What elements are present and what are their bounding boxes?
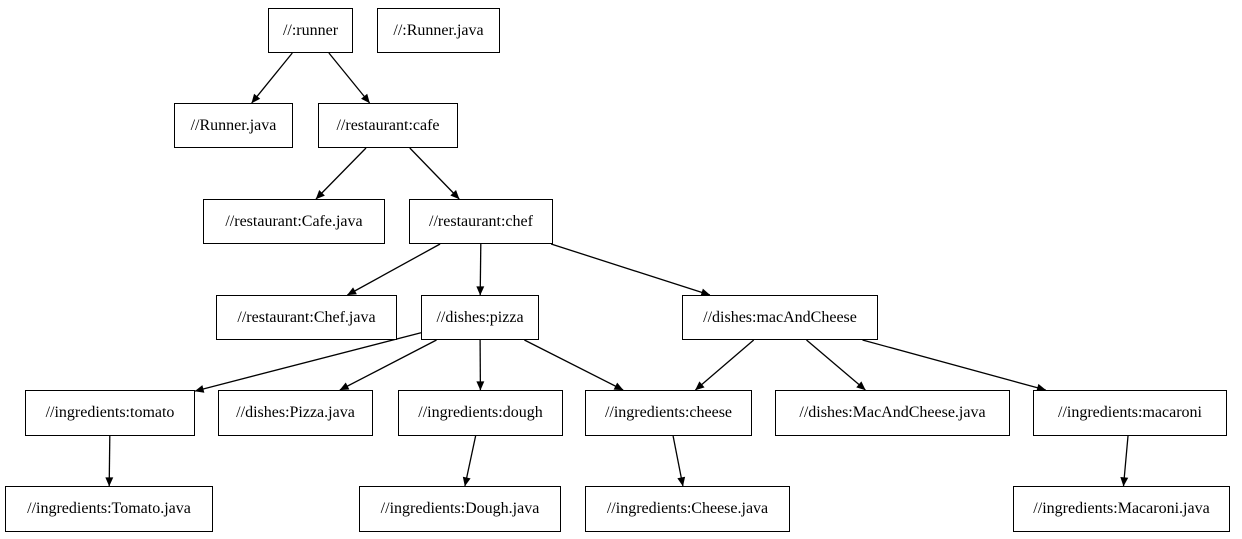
node-runner: //:runner <box>268 8 353 53</box>
node-label: //ingredients:dough <box>418 404 543 421</box>
node-label: //ingredients:Macaroni.java <box>1033 500 1210 517</box>
node-runner-java-root: //:Runner.java <box>377 8 500 53</box>
node-cheese: //ingredients:cheese <box>585 390 752 436</box>
node-macaroni: //ingredients:macaroni <box>1033 390 1227 436</box>
node-macaroni-java: //ingredients:Macaroni.java <box>1013 486 1230 532</box>
node-label: //ingredients:cheese <box>604 404 733 421</box>
edge-pizza-to-cheese <box>524 339 624 391</box>
edge-mac-and-cheese-to-cheese <box>694 339 755 391</box>
node-cheese-java: //ingredients:Cheese.java <box>585 486 790 532</box>
node-label: //restaurant:Chef.java <box>237 308 376 326</box>
node-label: //dishes:MacAndCheese.java <box>799 404 986 421</box>
node-label: //dishes:pizza <box>436 308 524 326</box>
node-chef: //restaurant:chef <box>409 199 553 244</box>
node-label: //ingredients:tomato <box>45 404 175 421</box>
edge-mac-and-cheese-to-macaroni <box>862 339 1047 392</box>
node-label: //ingredients:macaroni <box>1058 404 1202 421</box>
node-tomato: //ingredients:tomato <box>25 390 195 436</box>
node-mac-and-cheese-java: //dishes:MacAndCheese.java <box>775 390 1010 436</box>
node-pizza: //dishes:pizza <box>421 295 539 340</box>
node-label: //Runner.java <box>190 116 277 134</box>
node-label: //:Runner.java <box>393 21 484 39</box>
node-pizza-java: //dishes:Pizza.java <box>218 390 373 436</box>
node-label: //restaurant:cafe <box>336 116 440 134</box>
edge-macaroni-to-macaroni-java <box>1120 435 1129 487</box>
edge-dough-to-dough-java <box>462 435 477 487</box>
node-label: //dishes:Pizza.java <box>236 404 355 421</box>
edge-chef-to-mac-and-cheese <box>550 243 711 297</box>
node-label: //dishes:macAndCheese <box>703 308 857 326</box>
node-label: //:runner <box>282 21 339 39</box>
edge-chef-to-pizza <box>476 243 485 296</box>
node-label: //ingredients:Cheese.java <box>606 500 769 517</box>
node-chef-java: //restaurant:Chef.java <box>216 295 397 340</box>
node-cafe: //restaurant:cafe <box>318 103 458 148</box>
edge-cafe-to-cafe-java <box>315 147 367 200</box>
edge-mac-and-cheese-to-mac-and-cheese-java <box>806 339 866 391</box>
node-tomato-java: //ingredients:Tomato.java <box>5 486 213 532</box>
node-dough: //ingredients:dough <box>398 390 563 436</box>
node-cafe-java: //restaurant:Cafe.java <box>203 199 385 244</box>
edge-runner-to-cafe <box>328 52 371 104</box>
edge-pizza-to-pizza-java <box>339 339 437 391</box>
edge-tomato-to-tomato-java <box>105 435 114 487</box>
node-label: //restaurant:chef <box>429 212 533 230</box>
node-dough-java: //ingredients:Dough.java <box>359 486 561 532</box>
node-label: //ingredients:Dough.java <box>380 500 540 517</box>
edge-cafe-to-chef <box>409 147 460 200</box>
edge-chef-to-chef-java <box>347 243 441 296</box>
edge-runner-to-runner-java <box>251 52 293 104</box>
node-runner-java: //Runner.java <box>174 103 293 148</box>
edge-pizza-to-tomato <box>194 332 422 393</box>
edge-cheese-to-cheese-java <box>672 435 686 487</box>
node-label: //ingredients:Tomato.java <box>27 500 191 517</box>
node-mac-and-cheese: //dishes:macAndCheese <box>682 295 878 340</box>
node-label: //restaurant:Cafe.java <box>225 212 363 230</box>
